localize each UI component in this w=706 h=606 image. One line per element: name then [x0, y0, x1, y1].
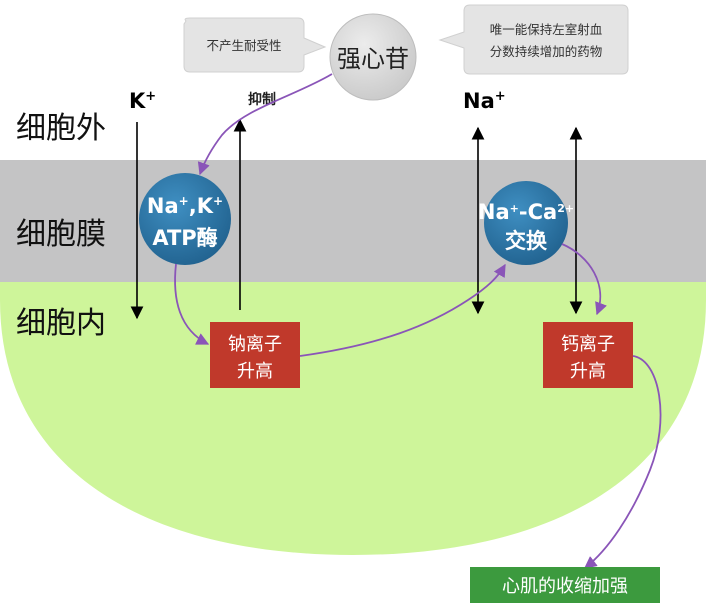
region-label-outside: 细胞外: [16, 111, 106, 146]
region-label-inside: 细胞内: [16, 306, 106, 341]
callout-left-bubble: [183, 17, 327, 73]
na-ca-exchanger-line2: 交换: [505, 229, 548, 253]
k-ion-label: K+: [129, 89, 156, 113]
inhibition-arrow: [197, 73, 333, 176]
ca-to-result-arrow: [584, 355, 662, 569]
na-to-exchanger-arrow: [299, 263, 506, 357]
exchanger-to-ca-arrow: [561, 243, 607, 316]
na-k-atpase-line2: ATP酶: [152, 226, 217, 250]
callout-left-text: 不产生耐受性: [206, 38, 281, 53]
ca-rise-line2: 升高: [570, 361, 606, 382]
na-ion-label: Na+: [463, 89, 506, 113]
membrane-band: [0, 160, 706, 282]
cytoplasm-region: [0, 282, 706, 555]
na-ca-exchanger-node: [484, 181, 568, 265]
ca-rise-line1: 钙离子: [561, 334, 615, 355]
pump-to-na-arrow: [174, 263, 210, 345]
na-rise-line2: 升高: [237, 361, 273, 382]
callout-right-line1: 唯一能保持左室射血: [490, 22, 603, 37]
na-ca-exchanger-line1: Na+-Ca2+: [478, 200, 574, 224]
na-rise-line1: 钠离子: [228, 334, 282, 355]
result-box: [470, 567, 660, 603]
drug-label: 强心苷: [337, 45, 409, 73]
na-k-atpase-node: [139, 173, 231, 265]
inhibit-label: 抑制: [248, 91, 276, 108]
ca-rise-box: [543, 322, 633, 388]
region-label-membrane: 细胞膜: [16, 217, 106, 252]
callout-right-line2: 分数持续增加的药物: [490, 44, 603, 59]
result-label: 心肌的收缩加强: [502, 576, 628, 597]
na-rise-box: [210, 322, 300, 388]
callout-right-bubble: [438, 4, 629, 75]
na-k-atpase-line1: Na+,K+: [147, 194, 223, 218]
cardiac-glycoside-node: [329, 13, 417, 101]
